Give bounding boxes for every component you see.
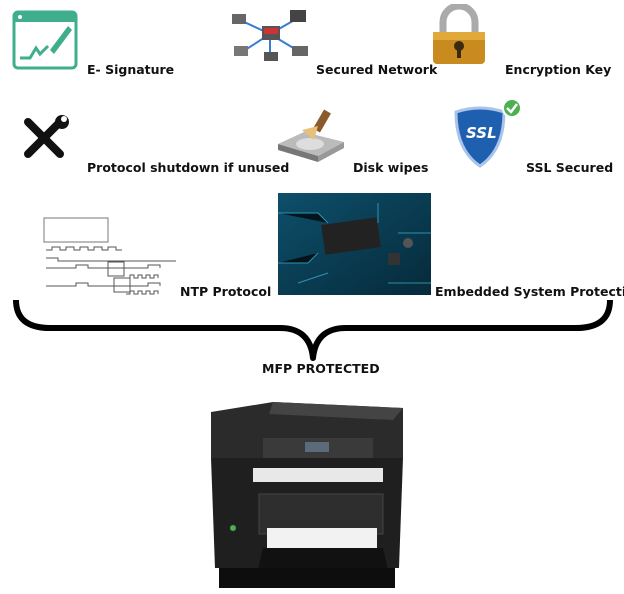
feature-label-e-signature: E- Signature [87,62,175,77]
e-signature-icon [12,10,78,70]
padlock-icon [433,4,485,64]
feature-label-encryption-key: Encryption Key [505,62,612,77]
tools-icon [24,115,69,158]
feature-label-ssl-secured: SSL Secured [526,160,614,175]
timing-diagram-icon [43,217,176,295]
ssl-shield-icon: SSL [446,98,526,170]
printer-image [211,402,403,588]
feature-label-secured-network: Secured Network [316,62,438,77]
curly-brace [13,299,613,361]
feature-label-protocol-shutdown: Protocol shutdown if unused [87,160,290,175]
network-icon [232,10,308,61]
feature-label-ntp-protocol: NTP Protocol [180,284,272,299]
feature-label-embedded-system-protection: Embedded System Protection [435,284,624,299]
feature-label-disk-wipes: Disk wipes [353,160,429,175]
circuit-board-icon [278,193,431,295]
disk-wipe-icon [278,109,344,162]
ssl-badge-text: SSL [466,124,497,142]
center-label: MFP PROTECTED [262,361,380,376]
